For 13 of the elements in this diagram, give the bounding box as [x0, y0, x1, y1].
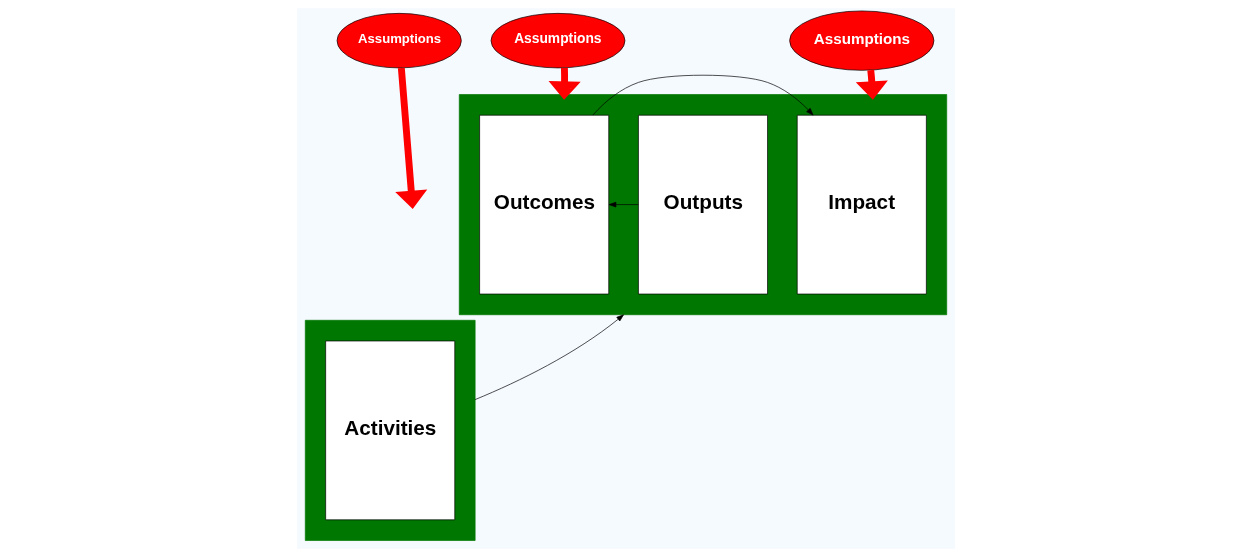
node-ellipse: Assumptions [788, 10, 934, 71]
node-box: Impact [796, 114, 927, 295]
node-box: Activities [324, 340, 455, 521]
cluster [458, 94, 947, 316]
node-box: Outputs [637, 114, 768, 295]
node-ellipse: Assumptions [336, 13, 462, 69]
node-ellipse: Assumptions [490, 13, 625, 69]
arrow [394, 67, 427, 210]
arrow [608, 201, 639, 208]
node-box: Outcomes [478, 114, 609, 295]
cluster [304, 319, 475, 541]
arrow [592, 74, 813, 116]
arrow [474, 314, 624, 400]
